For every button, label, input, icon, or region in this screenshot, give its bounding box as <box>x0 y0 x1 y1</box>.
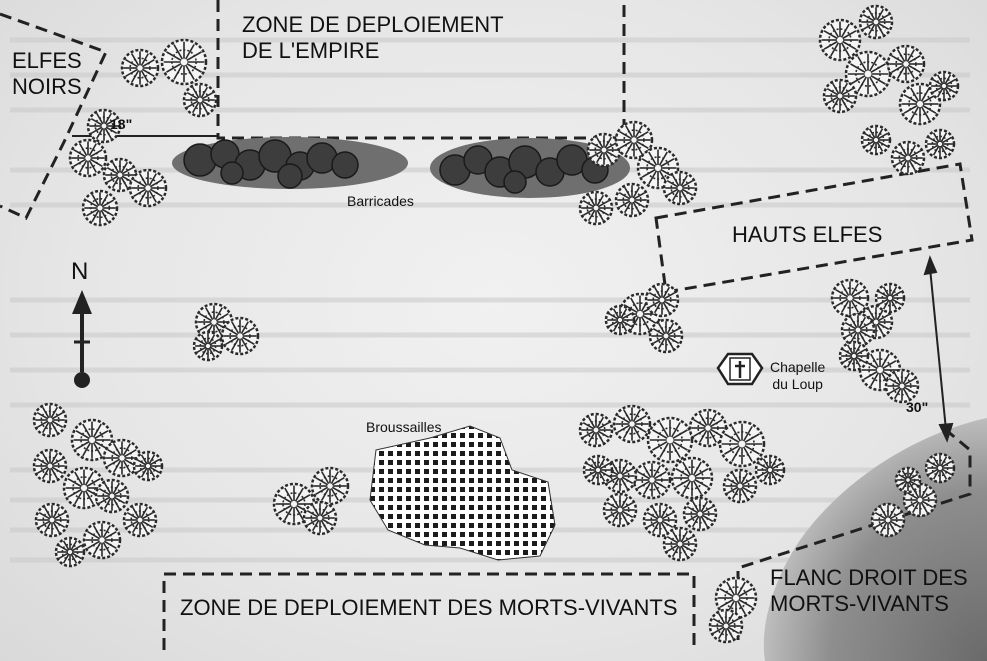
tree-icon <box>858 4 894 40</box>
tree-icon <box>32 448 68 484</box>
measure-30-label: 30" <box>906 399 929 415</box>
tree-icon <box>924 128 956 160</box>
tree-icon <box>578 412 614 448</box>
tree-icon <box>754 454 786 486</box>
tree-icon <box>874 282 906 314</box>
tree-icon <box>670 456 714 500</box>
tree-icon <box>310 466 350 506</box>
tree-icon <box>614 120 654 160</box>
tree-icon <box>160 38 208 86</box>
barricades-label: Barricades <box>347 193 414 209</box>
tree-icon <box>192 330 224 362</box>
tree-icon <box>870 502 906 538</box>
undead-zone-outline <box>162 572 696 650</box>
tree-icon <box>220 316 260 356</box>
chapel-icon <box>716 352 764 386</box>
dark-elves-zone-outline <box>0 12 109 220</box>
tree-icon <box>614 182 650 218</box>
tree-icon <box>102 157 138 193</box>
tree-icon <box>34 502 70 538</box>
high-elves-label: HAUTS ELFES <box>732 222 883 247</box>
tree-icon <box>302 500 338 536</box>
tree-icon <box>884 368 920 404</box>
tree-icon <box>632 460 672 500</box>
tree-icon <box>602 492 638 528</box>
empire-zone-outline <box>216 0 626 140</box>
tree-icon <box>722 468 758 504</box>
brush-area <box>369 425 556 561</box>
tree-icon <box>81 189 119 227</box>
measure-30-arrow <box>923 255 954 443</box>
tree-icon <box>86 108 122 144</box>
tree-icon <box>818 18 862 62</box>
undead-flank-label: FLANC DROIT DES MORTS-VIVANTS <box>770 565 968 617</box>
tree-icon <box>54 536 86 568</box>
tree-icon <box>128 168 168 208</box>
tree-icon <box>182 82 218 118</box>
tree-icon <box>582 454 614 486</box>
tree-icon <box>648 318 684 354</box>
tree-icon <box>32 402 68 438</box>
tree-icon <box>682 496 718 532</box>
tree-icon <box>122 502 158 538</box>
tree-icon <box>120 48 160 88</box>
measure-18-label: 18" <box>110 116 133 132</box>
tree-icon <box>94 478 130 514</box>
tree-icon <box>838 340 870 372</box>
barricade-icon <box>172 137 408 189</box>
tree-icon <box>132 450 164 482</box>
tree-icon <box>830 278 870 318</box>
tree-icon <box>272 482 316 526</box>
cross-icon <box>735 361 745 378</box>
empire-zone-label: ZONE DE DEPLOIEMENT DE L'EMPIRE <box>242 12 504 64</box>
tree-icon <box>886 44 926 84</box>
tree-icon <box>688 408 728 448</box>
tree-icon <box>68 138 108 178</box>
chapel-label: Chapelle du Loup <box>770 359 826 392</box>
tree-icon <box>822 78 858 114</box>
tree-icon <box>718 420 766 468</box>
undead-zone-label: ZONE DE DEPLOIEMENT DES MORTS-VIVANTS <box>180 595 678 620</box>
tree-icon <box>70 418 114 462</box>
tree-icon <box>642 502 678 538</box>
barricade-icon <box>430 138 630 198</box>
tree-icon <box>644 282 680 318</box>
tree-icon <box>708 608 744 644</box>
tree-icon <box>646 416 694 464</box>
tree-icon <box>662 526 698 562</box>
north-arrow-icon <box>72 290 92 388</box>
tree-icon <box>612 404 652 444</box>
tree-icon <box>840 312 876 348</box>
tree-icon <box>894 466 922 494</box>
dark-elves-label: ELFES NOIRS <box>12 48 82 100</box>
tree-icon <box>662 170 698 206</box>
tree-icon <box>604 304 636 336</box>
tree-icon <box>860 124 892 156</box>
tree-icon <box>898 82 942 126</box>
tree-icon <box>102 438 142 478</box>
tree-icon <box>928 70 960 102</box>
north-label: N <box>71 258 89 285</box>
tree-icon <box>82 520 122 560</box>
brush-label: Broussailles <box>366 419 442 435</box>
tree-icon <box>890 140 926 176</box>
tree-icon <box>578 190 614 226</box>
tree-icon <box>924 452 956 484</box>
high-elves-zone-outline <box>654 162 974 294</box>
